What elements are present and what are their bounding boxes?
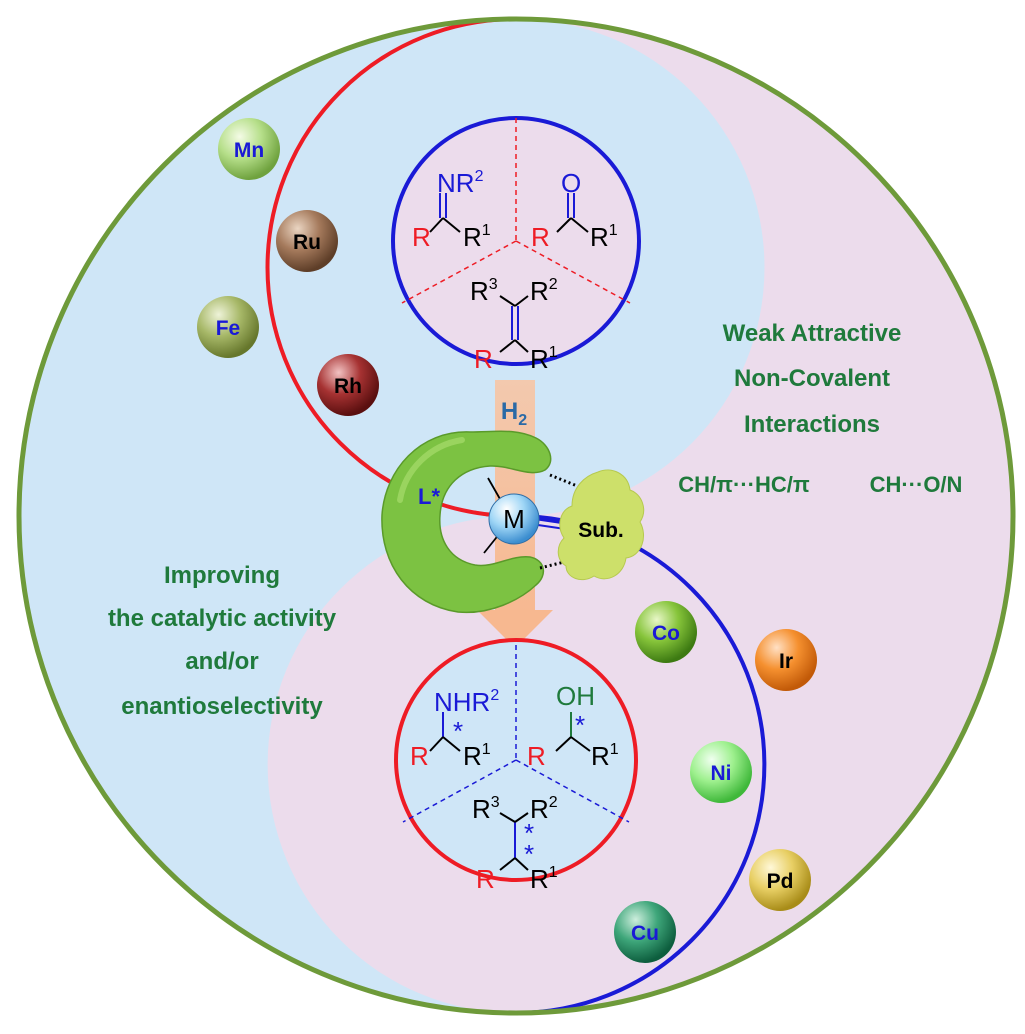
amine-structure: NHR2 * R R1	[410, 687, 499, 771]
alcohol-r: R	[527, 741, 546, 771]
metal-label-ru: Ru	[293, 231, 321, 254]
improvement-line-4: enantioselectivity	[121, 693, 323, 720]
metal-sphere-co: Co	[635, 601, 697, 663]
ketone-structure: O R R1	[531, 168, 618, 252]
alkane-stereocenter-1: *	[524, 818, 534, 848]
ketone-r1: R1	[590, 222, 618, 252]
improvement-line-1: Improving	[164, 562, 280, 589]
weak-interaction-bottom	[539, 556, 581, 570]
alkene-r2: R2	[530, 276, 558, 306]
alkane-r3: R3	[472, 794, 500, 824]
alkene-r1: R1	[530, 344, 558, 374]
imine-r1: R1	[463, 222, 491, 252]
metal-label-ir: Ir	[779, 650, 793, 673]
metal-label-rh: Rh	[334, 375, 362, 398]
product-divider-right	[515, 759, 630, 823]
metal-ligand-bond-left	[473, 510, 489, 517]
product-divider-left	[402, 759, 517, 823]
metal-sphere-mn: Mn	[218, 118, 280, 180]
alkene-r3: R3	[470, 276, 498, 306]
metal-label-ni: Ni	[711, 762, 732, 785]
improvement-line-2: the catalytic activity	[108, 605, 337, 632]
imine-structure: NR2 R R1	[412, 168, 491, 252]
metal-sphere-pd: Pd	[749, 849, 811, 911]
alkane-r: R	[476, 864, 495, 894]
metal-label: M	[503, 504, 525, 534]
interactions-ch-on: CH···O/N	[870, 472, 963, 497]
amine-r1: R1	[463, 741, 491, 771]
metal-sphere	[488, 493, 540, 545]
alcohol-r1: R1	[591, 741, 619, 771]
product-circle: NHR2 * R R1 OH * R R1 R3 R2 * * R	[394, 638, 638, 894]
amine-stereocenter: *	[453, 716, 463, 746]
alkane-r2: R2	[530, 794, 558, 824]
alcohol-oxygen: OH	[556, 681, 595, 711]
ketone-oxygen: O	[561, 168, 581, 198]
ligand-shape	[381, 430, 552, 614]
amine-r: R	[410, 741, 429, 771]
catalyst-complex: L* Sub. M	[381, 430, 645, 614]
ketone-r: R	[531, 222, 550, 252]
metal-label-co: Co	[652, 622, 680, 645]
metal-label-cu: Cu	[631, 922, 659, 945]
interactions-line-3: Interactions	[744, 411, 880, 438]
substrate-divider-left	[401, 240, 517, 304]
alcohol-structure: OH * R R1	[527, 681, 619, 771]
metal-sphere-ir: Ir	[755, 629, 817, 691]
alkane-stereocenter-2: *	[524, 839, 534, 869]
metal-spheres: Mn Ru Fe Rh Co Ir Ni Pd	[197, 118, 817, 963]
alkene-structure: R3 R2 R R1	[470, 276, 558, 374]
metal-ligand-bond-top	[487, 477, 501, 500]
amine-nitrogen: NHR2	[434, 687, 499, 717]
imine-r: R	[412, 222, 431, 252]
substrate-circle: NR2 R R1 O R R1 R3 R2 R R1	[391, 116, 641, 374]
substrate-label: Sub.	[578, 519, 624, 542]
interactions-line-2: Non-Covalent	[734, 365, 890, 392]
improvement-line-3: and/or	[185, 648, 258, 675]
ligand-label: L*	[418, 484, 440, 509]
interactions-ch-pi: CH/π···HC/π	[678, 472, 810, 497]
metal-label-pd: Pd	[767, 870, 794, 893]
interactions-line-1: Weak Attractive	[723, 320, 902, 347]
substrate-divider-right	[515, 240, 631, 304]
alkane-r1: R1	[530, 864, 558, 894]
metal-sphere-ru: Ru	[276, 210, 338, 272]
arrow-head	[477, 610, 553, 648]
substrate-blob	[557, 469, 645, 581]
hydrogen-label: H2	[501, 398, 527, 429]
metal-sphere-fe: Fe	[197, 296, 259, 358]
imine-nitrogen: NR2	[437, 168, 484, 198]
metal-sphere-ni: Ni	[690, 741, 752, 803]
metal-sphere-cu: Cu	[614, 901, 676, 963]
metal-label-mn: Mn	[234, 139, 264, 162]
alcohol-stereocenter: *	[575, 710, 585, 740]
metal-label-fe: Fe	[216, 317, 241, 340]
metal-sphere-rh: Rh	[317, 354, 379, 416]
improvement-text: Improving the catalytic activity and/or …	[108, 562, 337, 720]
outer-ring	[16, 16, 1016, 1016]
alkane-structure: R3 R2 * * R R1	[472, 794, 558, 894]
alkene-r: R	[474, 344, 493, 374]
interactions-text: Weak Attractive Non-Covalent Interaction…	[678, 320, 962, 497]
